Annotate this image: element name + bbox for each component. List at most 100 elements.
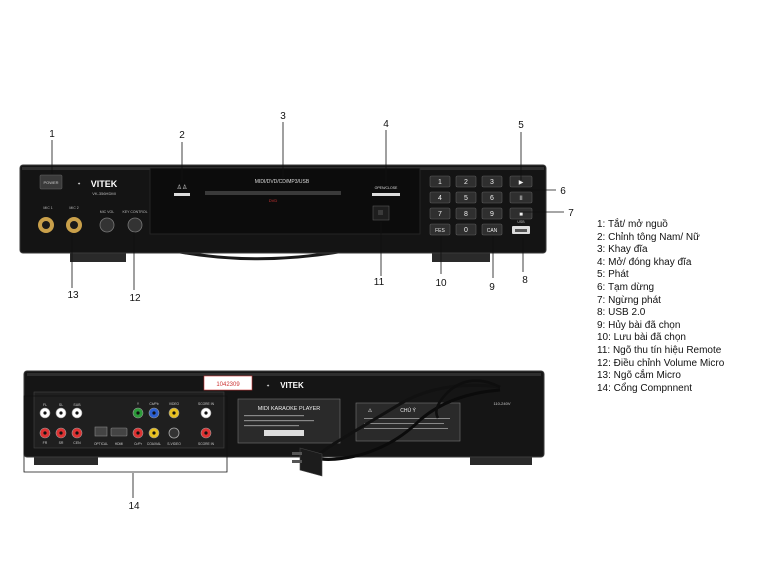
legend-item: 8: USB 2.0: [597, 307, 646, 319]
keypad-key-label: FES: [435, 228, 445, 234]
callout-number: 8: [522, 275, 528, 286]
legend-item: 11: Ngõ thu tín hiệu Remote: [597, 344, 722, 356]
video-port-label: S-VIDEO: [167, 442, 181, 446]
callout-number: 7: [568, 208, 574, 219]
callout-number: 1: [49, 129, 55, 140]
callout-number: 3: [280, 111, 286, 122]
audio-jack-label: SUB: [73, 403, 81, 407]
keypad-key-label: CAN: [487, 228, 498, 234]
serial-sticker: [203, 375, 253, 391]
legend-item: 9: Hủy bài đã chọn: [597, 319, 681, 331]
keypad-key-label: 0: [464, 227, 468, 234]
keypad-key-label: 8: [464, 211, 468, 218]
keypad-key-cap: [481, 175, 503, 188]
keypad-key-label: 9: [490, 211, 494, 218]
legend-item: 4: Mở/ đóng khay đĩa: [597, 256, 692, 268]
keypad-key-cap: [429, 207, 451, 220]
keypad-key: CAN: [481, 223, 503, 236]
mic-vol-label: MIC VOL: [100, 210, 114, 214]
audio-jack-label: FL: [43, 403, 47, 407]
video-port-label: VIDEO: [169, 402, 180, 406]
callout-number: 9: [489, 282, 495, 293]
keypad-key-cap: [455, 223, 477, 236]
keypad-key: 8: [455, 207, 477, 220]
serial-sticker-text: 1042309: [216, 382, 240, 388]
front-model: VK-356HDMI: [92, 191, 116, 196]
hdmi-port: [110, 427, 128, 437]
front-brand: VITEK: [91, 179, 118, 189]
transport-buttons: ▶II■: [509, 175, 533, 220]
optical-port: [94, 426, 108, 437]
warning-plate: [355, 402, 461, 442]
mic2-label: MIC 2: [69, 206, 78, 210]
keypad-key-label: 3: [490, 179, 494, 186]
keypad-key-cap: [429, 175, 451, 188]
keypad-key: 4: [429, 191, 451, 204]
keypad-key-cap: [481, 191, 503, 204]
keypad-key-label: 2: [464, 179, 468, 186]
name-plate-title: MIDI KARAOKE PLAYER: [258, 406, 321, 412]
keypad-key-cap: [455, 175, 477, 188]
audio-jack-label: SR: [59, 441, 64, 445]
power-label: POWER: [43, 180, 58, 185]
power-spec: 110-240V: [493, 401, 510, 406]
video-port-label: OPTICAL: [94, 442, 108, 446]
callout-number: 11: [374, 277, 385, 288]
legend-item: 1: Tắt/ mở nguồ: [597, 219, 668, 230]
component-bracket: [23, 395, 228, 473]
legend-item: 5: Phát: [597, 269, 629, 281]
audio-jack-label: CEN: [73, 441, 81, 445]
keypad-key: 2: [455, 175, 477, 188]
keypad-key-label: 5: [464, 195, 468, 202]
callout-number: 13: [67, 290, 79, 301]
keypad-key-label: 7: [438, 211, 442, 218]
transport-button: [509, 207, 533, 220]
s-video-jack: [168, 427, 180, 439]
video-port-label: Y: [137, 402, 140, 406]
transport-button: [509, 191, 533, 204]
keypad-key: 6: [481, 191, 503, 204]
keypad-key-cap: [455, 207, 477, 220]
score-in-label: SCORE IN: [198, 442, 215, 446]
legend-item: 3: Khay đĩa: [597, 244, 648, 256]
back-brand: VITEK: [280, 381, 304, 390]
keypad-key-cap: [481, 207, 503, 220]
legend-item: 10: Lưu bài đã chọn: [597, 332, 686, 344]
warning-title: CHÚ Ý: [400, 407, 416, 414]
keypad-key: 3: [481, 175, 503, 188]
back-foot-left: [34, 456, 98, 465]
transport-icon: II: [519, 196, 523, 202]
keypad-key-label: 6: [490, 195, 494, 202]
mic1-label: MIC 1: [43, 206, 52, 210]
video-port-label: HDMI: [115, 442, 124, 446]
legend-item: 2: Chỉnh tông Nam/ Nữ: [597, 231, 700, 243]
disc-tray: [205, 191, 341, 195]
callout-number: 12: [129, 293, 141, 304]
score-in-label: SCORE IN: [198, 402, 215, 406]
front-panel: POWER ✦ VITEK VK-356HDMI MIC 1 MIC 2 MIC…: [19, 164, 547, 262]
keypad-key: 9: [481, 207, 503, 220]
keypad-key-cap: [429, 223, 451, 236]
keypad-key: 0: [455, 223, 477, 236]
legend-item: 14: Cổng Compnnent: [597, 382, 693, 394]
keypad-key-cap: [429, 191, 451, 204]
callout-number: 14: [128, 501, 140, 512]
connector-plate: [33, 391, 225, 449]
open-close-label: OPEN/CLOSE: [375, 186, 398, 190]
dvd-logo: DVD: [269, 198, 278, 203]
keypad-key: FES: [429, 223, 451, 236]
front-foot-left: [70, 252, 126, 262]
keypad-key: 5: [455, 191, 477, 204]
keypad-key-cap: [481, 223, 503, 236]
keypad-key-cap: [455, 191, 477, 204]
mic-volume-knob: [99, 217, 115, 233]
tray-area: [149, 167, 421, 235]
video-port-label: Cr/Pr: [134, 442, 143, 446]
callout-lines: [51, 122, 564, 498]
tray-label: MIDI/DVD/CD/MP3/USB: [255, 179, 310, 185]
open-close-button: [372, 193, 400, 196]
